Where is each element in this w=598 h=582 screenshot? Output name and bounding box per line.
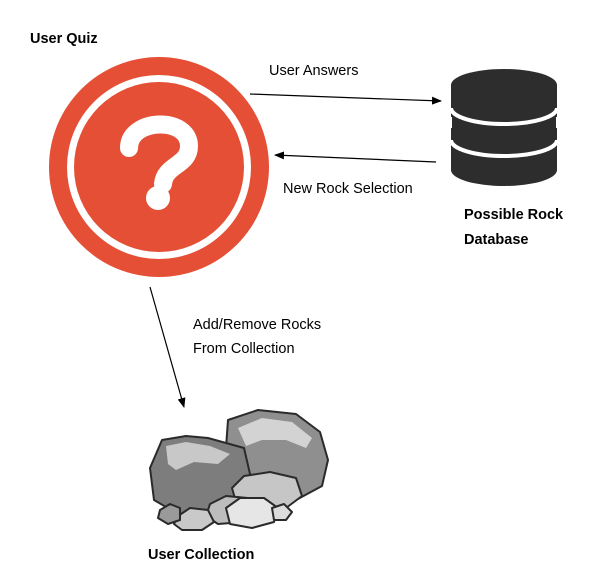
arrow-add-remove-rocks [149, 286, 186, 408]
edge-label-add-remove-line-1: Add/Remove Rocks [193, 317, 322, 333]
question-mark-icon [49, 57, 269, 277]
collection-node-title: User Collection [148, 547, 255, 563]
edge-label-add-remove-line-2: From Collection [193, 341, 295, 357]
quiz-node-title: User Quiz [30, 31, 98, 47]
arrow-new-rock-selection [274, 151, 437, 163]
database-title-line-2: Database [464, 232, 529, 248]
database-node-title: Possible Rock Database [464, 203, 563, 253]
edge-label-user-answers: User Answers [269, 63, 359, 79]
edge-label-new-rock-selection: New Rock Selection [283, 181, 413, 197]
database-title-line-1: Possible Rock [464, 207, 564, 223]
arrow-user-answers [249, 93, 442, 105]
database-icon [449, 69, 559, 186]
rocks-icon [149, 409, 329, 531]
edge-label-add-remove-rocks: Add/Remove Rocks From Collection [193, 313, 321, 361]
